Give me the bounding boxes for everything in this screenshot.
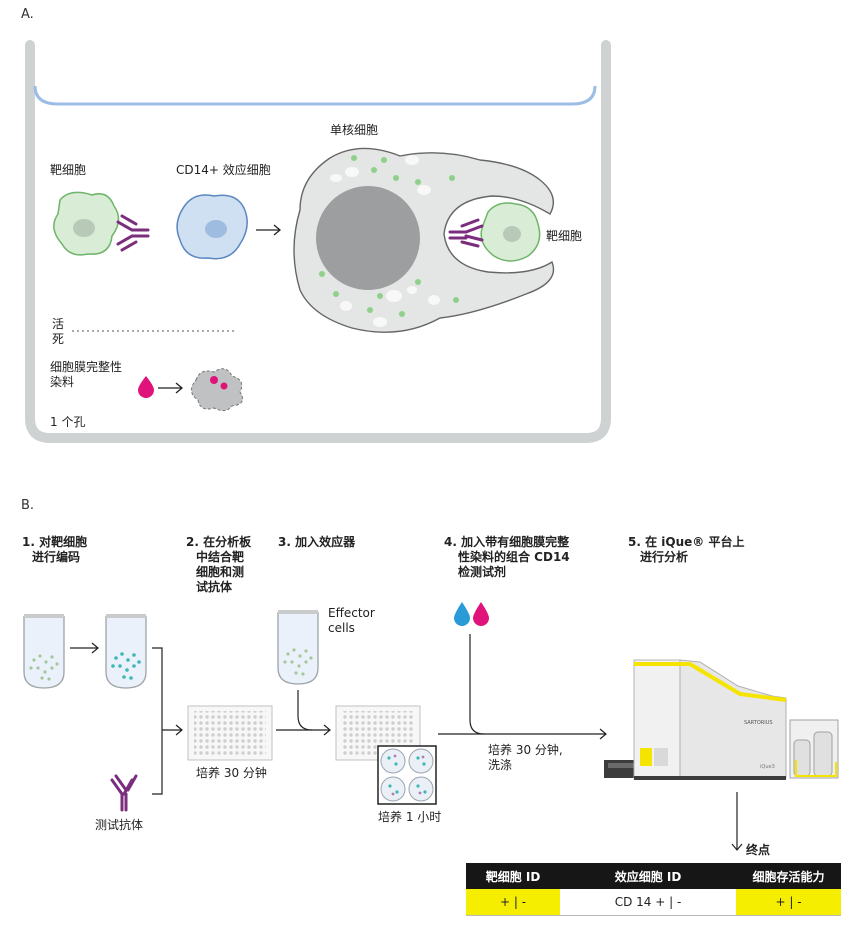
- granules: [330, 155, 440, 327]
- effector-cells-label: Effector cells: [328, 606, 375, 635]
- table-row: + | - CD 14 + | - + | -: [466, 889, 841, 916]
- dye-drop-magenta-icon: [473, 602, 489, 626]
- green-granules: [319, 155, 459, 317]
- instrument-icon: [604, 659, 839, 780]
- well-label: 1 个孔: [50, 415, 86, 429]
- step3-label: 3. 加入效应器: [278, 535, 356, 549]
- step4-label: 4. 加入带有细胞膜完整 性染料的组合 CD14 检测试剂: [444, 535, 570, 579]
- effector-cell-label: CD14+ 效应细胞: [176, 163, 271, 177]
- arrow-icon: [731, 792, 743, 851]
- plate-icon: [187, 705, 273, 761]
- instrument-model: iQue3: [760, 764, 775, 770]
- incubate-1h-label: 培养 1 小时: [378, 810, 442, 824]
- well-outline: [25, 40, 611, 443]
- well-zoom-icon: [377, 745, 437, 805]
- tube-icon: [105, 614, 147, 689]
- dye-drop-icon: [138, 376, 154, 398]
- cell-effector-id: CD 14 + | -: [560, 889, 736, 916]
- arrow-icon: [438, 728, 607, 740]
- antibody-icon: [116, 214, 150, 252]
- tube-icon: [23, 614, 65, 689]
- endpoint-label: 终点: [746, 843, 771, 857]
- cell-target-id: + | -: [466, 889, 560, 916]
- panel-b-label: B.: [21, 498, 35, 513]
- panel-a-label: A.: [21, 7, 34, 22]
- header-target-id: 靶细胞 ID: [466, 863, 560, 889]
- arrow-icon: [256, 224, 282, 236]
- header-viability: 细胞存活能力: [736, 863, 841, 889]
- effector-nucleus: [205, 220, 227, 238]
- header-effector-id: 效应细胞 ID: [560, 863, 736, 889]
- connector-line: [297, 690, 313, 731]
- antibody-icon: [110, 774, 138, 812]
- bracket-line: [152, 647, 163, 795]
- dye-label-line2: 染料: [50, 375, 75, 389]
- dead-cell: [191, 368, 244, 412]
- dye-label-line1: 细胞膜完整性: [50, 360, 123, 374]
- connector-line: [469, 634, 485, 735]
- step1-label: 1. 对靶细胞 进行编码: [22, 535, 88, 564]
- dye-drop-cyan-icon: [454, 602, 470, 626]
- target-nucleus: [73, 219, 95, 237]
- results-table: 靶细胞 ID 效应细胞 ID 细胞存活能力 + | - CD 14 + | - …: [466, 863, 841, 916]
- instrument-brand: SARTORIUS: [744, 720, 773, 726]
- live-label: 活: [52, 317, 65, 331]
- incubate-30-label: 培养 30 分钟: [196, 766, 267, 780]
- table-header-row: 靶细胞 ID 效应细胞 ID 细胞存活能力: [466, 863, 841, 889]
- dead-label: 死: [52, 332, 65, 346]
- step2-label: 2. 在分析板 中结合靶 细胞和测 试抗体: [186, 535, 252, 594]
- monocyte-label: 单核细胞: [330, 123, 379, 137]
- engulfed-nucleus: [503, 226, 521, 242]
- cell-viability: + | -: [736, 889, 841, 916]
- arrow-icon: [158, 382, 184, 394]
- target-cell-label-right: 靶细胞: [546, 229, 583, 243]
- target-cell-label: 靶细胞: [50, 163, 87, 177]
- arrow-icon: [276, 724, 331, 736]
- incubate-wash-label: 培养 30 分钟, 洗涤: [488, 743, 563, 772]
- antibody-icon-bound: [448, 218, 484, 248]
- test-antibody-label: 测试抗体: [95, 818, 144, 832]
- arrow-icon: [162, 724, 183, 736]
- medium-line: [33, 85, 597, 106]
- arrow-icon: [70, 642, 99, 654]
- step5-label: 5. 在 iQue® 平台上 进行分析: [628, 535, 745, 564]
- tube-icon: [277, 610, 319, 685]
- monocyte-nucleus: [316, 186, 420, 290]
